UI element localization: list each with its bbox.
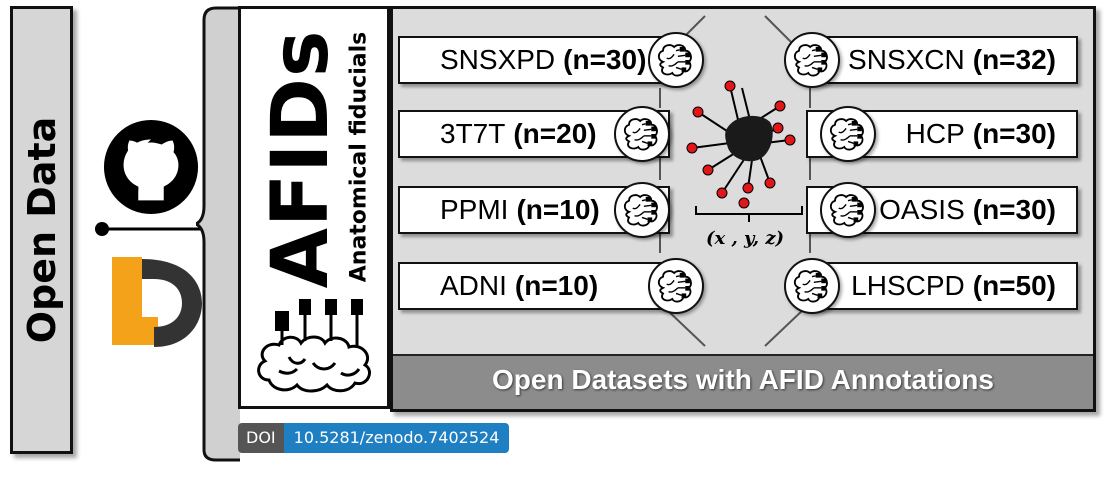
doi-label: DOI xyxy=(238,423,284,453)
dataset-card-left-4[interactable]: ADNI (n=10) xyxy=(398,262,670,310)
group-bracket xyxy=(196,6,240,462)
open-data-panel: Open Data xyxy=(10,6,73,454)
doi-value: 10.5281/zenodo.7402524 xyxy=(283,423,510,453)
landmark-brain-icon xyxy=(784,32,840,88)
dataset-name: OASIS xyxy=(879,194,965,225)
dataset-card-right-4[interactable]: LHSCPD (n=50) xyxy=(806,262,1078,310)
dataset-count: (n=10) xyxy=(516,194,600,225)
footer-bar: Open Datasets with AFID Annotations xyxy=(393,354,1093,409)
dataset-name: 3T7T xyxy=(440,118,506,149)
landmark-brain-icon xyxy=(614,182,670,238)
afids-panel: AFIDs Anatomical fiducials xyxy=(238,6,390,409)
dataset-name: LHSCPD xyxy=(851,270,965,301)
dataset-name: PPMI xyxy=(440,194,509,225)
landmark-brain-icon xyxy=(648,32,704,88)
landmark-brain-icon xyxy=(614,106,670,162)
dataset-name: ADNI xyxy=(440,270,507,301)
dataset-name: HCP xyxy=(905,118,965,149)
connector-line xyxy=(95,222,205,236)
footer-label: Open Datasets with AFID Annotations xyxy=(492,364,994,395)
dataset-name: SNSXPD xyxy=(440,44,556,75)
dataset-count: (n=50) xyxy=(972,270,1056,301)
dataset-count: (n=10) xyxy=(514,270,599,301)
dataset-name: SNSXCN xyxy=(848,44,965,75)
doi-badge[interactable]: DOI 10.5281/zenodo.7402524 xyxy=(238,423,510,453)
landmark-brain-icon xyxy=(648,258,704,314)
dataset-count: (n=32) xyxy=(972,44,1056,75)
dataset-card-right-1[interactable]: SNSXCN (n=32) xyxy=(806,36,1078,84)
dataset-logo-icon[interactable] xyxy=(102,255,207,350)
landmark-brain-icon xyxy=(784,258,840,314)
github-icon[interactable] xyxy=(102,118,200,216)
dataset-count: (n=30) xyxy=(563,44,647,75)
landmark-brain-icon xyxy=(820,106,876,162)
afids-title: AFIDs xyxy=(256,29,346,289)
landmark-brain-icon xyxy=(820,182,876,238)
coordinates-label: (x , y, z) xyxy=(706,228,785,249)
dataset-count: (n=30) xyxy=(972,194,1056,225)
dataset-count: (n=20) xyxy=(513,118,597,149)
open-data-label: Open Data xyxy=(19,116,64,344)
brain-icon xyxy=(257,299,371,393)
landmark-illustration xyxy=(659,15,811,347)
dataset-count: (n=30) xyxy=(972,118,1056,149)
dataset-card-left-1[interactable]: SNSXPD (n=30) xyxy=(398,36,670,84)
afids-subtitle: Anatomical fiducials xyxy=(346,31,372,283)
